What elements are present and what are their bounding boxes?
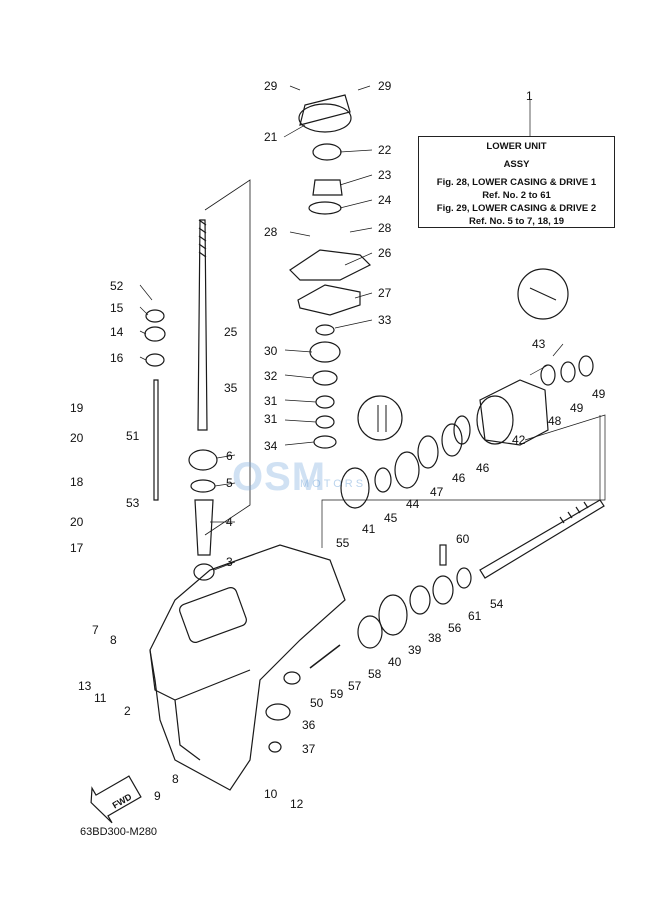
part-label: 8 [172, 772, 179, 786]
part-label: 10 [264, 787, 278, 801]
part-label: 17 [70, 541, 84, 555]
title-box: LOWER UNIT ASSY Fig. 28, LOWER CASING & … [418, 136, 615, 228]
part-label: 49 [570, 401, 584, 415]
part-label: 5 [226, 476, 233, 490]
part-label: 7 [92, 623, 99, 637]
part-label: 39 [408, 643, 422, 657]
part-label: 20 [70, 515, 84, 529]
part-label: 30 [264, 344, 278, 358]
part-label: 22 [378, 143, 392, 157]
part-label: 47 [430, 485, 444, 499]
part-label: 11 [94, 691, 107, 705]
title-line-6: Ref. No. 5 to 7, 18, 19 [468, 216, 565, 227]
part-label: 46 [476, 461, 490, 475]
part-label: 27 [378, 286, 392, 300]
part-label: 26 [378, 246, 392, 260]
part-label: 56 [448, 621, 462, 635]
part-label: 45 [384, 511, 398, 525]
part-label: 54 [490, 597, 504, 611]
part-label: 51 [126, 429, 140, 443]
part-label: 61 [468, 609, 482, 623]
ref-label-1: 1 [526, 89, 533, 103]
part-label: 23 [378, 168, 392, 182]
part-label: 2 [124, 704, 131, 718]
diagram-code: 63BD300-M280 [80, 826, 158, 838]
watermark-logo: OSM [232, 455, 327, 499]
part-label: 31 [264, 394, 278, 408]
part-label: 25 [224, 325, 238, 339]
fwd-arrow-icon [90, 775, 142, 824]
part-label: 35 [224, 381, 238, 395]
part-label: 18 [70, 475, 84, 489]
part-label: 49 [592, 387, 606, 401]
part-label: 19 [70, 401, 84, 415]
watermark-sub: MOTORS [300, 478, 367, 490]
title-line-4: Ref. No. 2 to 61 [482, 190, 551, 201]
part-label: 59 [330, 687, 344, 701]
part-label: 43 [532, 337, 546, 351]
part-label: 46 [452, 471, 466, 485]
part-label: 34 [264, 439, 278, 453]
part-label: 32 [264, 369, 278, 383]
part-label: 9 [154, 789, 161, 803]
part-label: 21 [264, 130, 278, 144]
part-label: 4 [226, 515, 233, 529]
part-label: 42 [512, 433, 526, 447]
part-label: 28 [264, 225, 278, 239]
drive-shaft [197, 219, 208, 431]
part-label: 52 [110, 279, 124, 293]
part-label: 37 [302, 742, 316, 756]
part-label: 29 [264, 79, 278, 93]
part-label: 38 [428, 631, 442, 645]
title-line-5: Fig. 29, LOWER CASING & DRIVE 2 [436, 203, 597, 214]
part-label: 15 [110, 301, 124, 315]
part-label: 60 [456, 532, 470, 546]
part-label: 16 [110, 351, 124, 365]
part-label: 44 [406, 497, 420, 511]
part-label: 50 [310, 696, 324, 710]
part-label: 13 [78, 679, 92, 693]
part-label: 55 [336, 536, 350, 550]
part-label: 29 [378, 79, 392, 93]
part-label: 3 [226, 555, 233, 569]
part-label: 57 [348, 679, 362, 693]
part-label: 31 [264, 412, 278, 426]
part-label: 8 [110, 633, 117, 647]
lower-casing [149, 544, 346, 791]
part-label: 12 [290, 797, 304, 811]
part-label: 20 [70, 431, 84, 445]
part-label: 53 [126, 496, 140, 510]
title-line-3: Fig. 28, LOWER CASING & DRIVE 1 [436, 177, 597, 188]
part-label: 58 [368, 667, 382, 681]
part-label: 14 [110, 325, 124, 339]
part-label: 36 [302, 718, 316, 732]
part-label: 48 [548, 414, 562, 428]
part-label: 33 [378, 313, 392, 327]
part-label: 28 [378, 221, 392, 235]
title-line-1: LOWER UNIT [486, 141, 547, 152]
part-label: 41 [362, 522, 376, 536]
title-line-2: ASSY [503, 159, 530, 170]
part-label: 6 [226, 449, 233, 463]
part-label: 24 [378, 193, 392, 207]
part-label: 40 [388, 655, 402, 669]
propeller-shaft [479, 499, 605, 579]
